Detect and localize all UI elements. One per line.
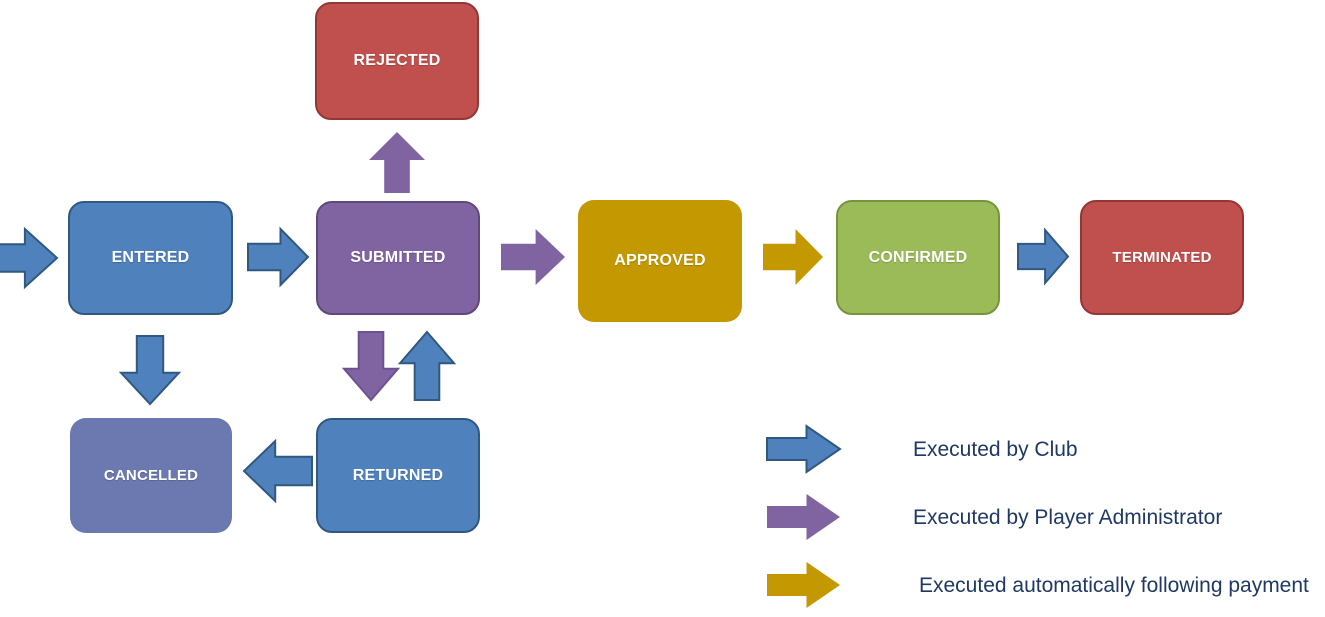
legend-label: Executed automatically following payment <box>919 573 1309 597</box>
state-node-label: CONFIRMED <box>868 248 968 266</box>
arrow-down-icon <box>118 335 182 406</box>
arrow-returned-to-submitted <box>397 330 457 401</box>
legend-row-legend-club: Executed by Club <box>766 424 1078 474</box>
arrow-right-icon <box>501 229 565 285</box>
arrow-left-icon <box>242 438 313 504</box>
legend-arrow-right-icon <box>766 424 842 474</box>
arrow-returned-to-cancelled <box>242 438 313 504</box>
arrow-submitted-to-returned <box>341 331 401 402</box>
legend-arrow-right-icon <box>766 561 841 609</box>
legend-label: Executed by Player Administrator <box>913 505 1223 529</box>
arrow-entered-to-submitted <box>247 226 310 288</box>
state-node-label: CANCELLED <box>103 467 199 484</box>
arrow-right-icon <box>0 226 59 290</box>
legend-row-legend-player: Executed by Player Administrator <box>766 493 1222 541</box>
legend-arrow-right-icon <box>766 493 841 541</box>
arrow-right-icon <box>1017 227 1070 286</box>
state-node-label: REJECTED <box>353 52 441 69</box>
state-node-label: RETURNED <box>352 466 444 484</box>
state-node-approved[interactable]: APPROVED <box>578 200 742 322</box>
arrow-right-icon <box>763 229 823 285</box>
state-node-terminated[interactable]: TERMINATED <box>1080 200 1244 315</box>
state-node-label: ENTERED <box>111 249 190 266</box>
state-node-returned[interactable]: RETURNED <box>316 418 480 533</box>
arrow-approved-to-confirmed <box>762 228 824 286</box>
legend-label: Executed by Club <box>913 437 1078 461</box>
state-node-entered[interactable]: ENTERED <box>68 201 233 315</box>
arrow-submitted-to-approved <box>500 228 566 286</box>
arrow-down-icon <box>341 331 401 402</box>
arrow-right-icon <box>247 226 310 288</box>
state-node-confirmed[interactable]: CONFIRMED <box>836 200 1000 315</box>
state-node-rejected[interactable]: REJECTED <box>315 2 479 120</box>
arrow-up-icon <box>397 330 457 401</box>
legend-row-legend-auto: Executed automatically following payment <box>766 561 1309 609</box>
arrow-up-icon <box>369 132 425 193</box>
arrow-submitted-to-rejected <box>368 131 426 194</box>
state-node-cancelled[interactable]: CANCELLED <box>70 418 232 533</box>
state-node-label: APPROVED <box>614 252 706 269</box>
arrow-start-to-entered <box>0 226 59 290</box>
state-node-label: SUBMITTED <box>350 249 446 266</box>
arrow-confirmed-to-terminated <box>1017 227 1070 286</box>
state-node-submitted[interactable]: SUBMITTED <box>316 201 480 315</box>
arrow-entered-to-cancelled <box>118 335 182 406</box>
state-node-label: TERMINATED <box>1112 249 1212 266</box>
